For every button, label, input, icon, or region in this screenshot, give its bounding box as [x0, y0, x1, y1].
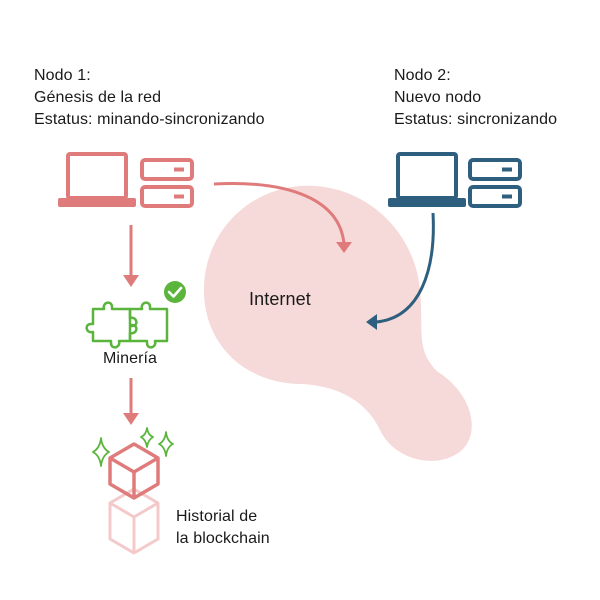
- node2-to-internet-arrow: [366, 212, 435, 330]
- node1-role: Génesis de la red: [34, 89, 162, 106]
- node2-role: Nuevo nodo: [394, 89, 482, 106]
- mining-to-history-arrow: [123, 378, 139, 425]
- node2-label: Nodo 2: Nuevo nodo Estatus: sincronizand…: [394, 65, 557, 131]
- mining-label: Minería: [103, 350, 158, 367]
- node2-laptop-icon: [388, 152, 466, 207]
- node1-title: Nodo 1:: [34, 67, 91, 84]
- node2-title: Nodo 2:: [394, 67, 451, 84]
- node2-server-icon: [468, 158, 522, 208]
- mining-puzzle-icon: [85, 301, 169, 349]
- sparkle-icon: [92, 427, 174, 467]
- history-label-line1: Historial de: [176, 508, 258, 525]
- node1-status: Estatus: minando-sincronizando: [34, 111, 265, 128]
- mining-check-circle-icon: [164, 281, 186, 303]
- internet-label: Internet: [249, 289, 311, 309]
- history-label-line2: la blockchain: [176, 530, 270, 547]
- node1-laptop-icon: [58, 152, 136, 207]
- node2-status: Estatus: sincronizando: [394, 111, 558, 128]
- node1-server-icon: [140, 158, 194, 208]
- node1-to-internet-arrow: [213, 182, 352, 253]
- history-cube-icon: [108, 442, 160, 500]
- internet-cloud-shape: [203, 185, 472, 461]
- node1-to-mining-arrow: [123, 225, 139, 287]
- history-label: Historial de la blockchain: [176, 506, 270, 550]
- node1-label: Nodo 1: Génesis de la red Estatus: minan…: [34, 65, 265, 131]
